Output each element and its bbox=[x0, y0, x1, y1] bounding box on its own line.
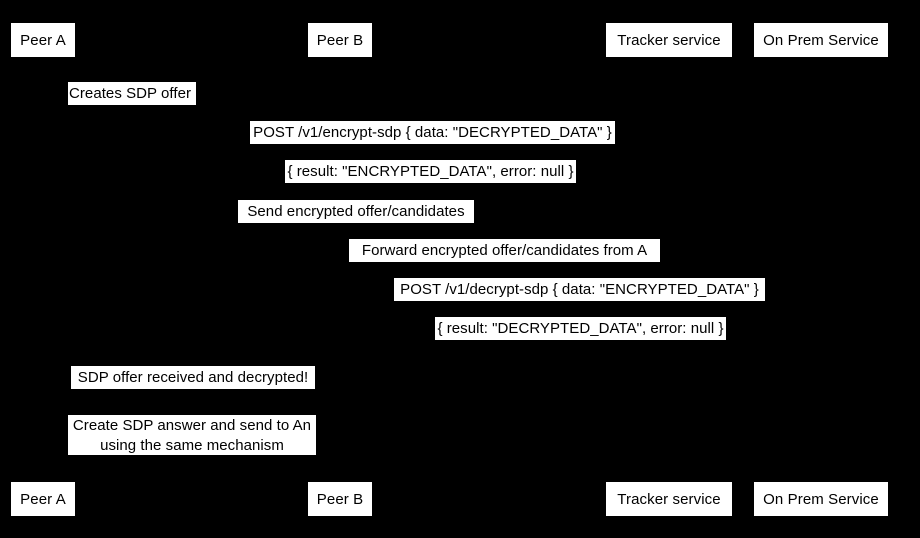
arrow-send-encrypted-offer bbox=[43, 225, 669, 226]
participant-label: Peer A bbox=[20, 491, 66, 508]
message-label-decrypt-sdp-result: { result: "DECRYPTED_DATA", error: null … bbox=[435, 317, 726, 340]
participant-label: Peer A bbox=[20, 32, 66, 49]
lifeline-on-prem-service bbox=[821, 58, 822, 480]
participant-label: Peer B bbox=[316, 32, 364, 49]
message-label-sdp-offer-received: SDP offer received and decrypted! bbox=[71, 366, 315, 389]
arrow-post-encrypt-sdp bbox=[43, 147, 821, 148]
selfloop-peer-a-create-answer bbox=[43, 400, 68, 462]
message-label-creates-sdp-offer: Creates SDP offer bbox=[68, 82, 196, 105]
message-label-post-decrypt-sdp: POST /v1/decrypt-sdp { data: "ENCRYPTED_… bbox=[394, 278, 765, 301]
participant-header-tracker-service[interactable]: Tracker service bbox=[605, 22, 733, 58]
participant-footer-peer-b[interactable]: Peer B bbox=[307, 481, 373, 517]
message-label-post-encrypt-sdp: POST /v1/encrypt-sdp { data: "DECRYPTED_… bbox=[250, 121, 615, 144]
arrow-forward-encrypted-offer bbox=[340, 264, 669, 265]
message-label-forward-encrypted-offer: Forward encrypted offer/candidates from … bbox=[349, 239, 660, 262]
arrow-decrypt-sdp-result bbox=[340, 342, 821, 343]
participant-label: On Prem Service bbox=[763, 491, 879, 508]
participant-header-peer-a[interactable]: Peer A bbox=[10, 22, 76, 58]
participant-footer-peer-a[interactable]: Peer A bbox=[10, 481, 76, 517]
participant-footer-tracker-service[interactable]: Tracker service bbox=[605, 481, 733, 517]
arrow-encrypt-sdp-result bbox=[43, 186, 821, 187]
participant-label: On Prem Service bbox=[763, 32, 879, 49]
participant-header-peer-b[interactable]: Peer B bbox=[307, 22, 373, 58]
lifeline-peer-b bbox=[340, 58, 341, 480]
participant-label: Tracker service bbox=[617, 32, 721, 49]
participant-header-on-prem-service[interactable]: On Prem Service bbox=[753, 22, 889, 58]
message-label-send-encrypted-offer: Send encrypted offer/candidates bbox=[238, 200, 474, 223]
participant-label: Peer B bbox=[316, 491, 364, 508]
selfloop-peer-a-creates-offer bbox=[43, 74, 68, 110]
participant-label: Tracker service bbox=[617, 491, 721, 508]
message-label-encrypt-sdp-result: { result: "ENCRYPTED_DATA", error: null … bbox=[285, 160, 576, 183]
lifeline-tracker-service bbox=[669, 58, 670, 480]
lifeline-peer-a bbox=[43, 58, 44, 480]
participant-footer-on-prem-service[interactable]: On Prem Service bbox=[753, 481, 889, 517]
arrow-post-decrypt-sdp bbox=[340, 303, 821, 304]
message-label-create-sdp-answer: Create SDP answer and send to An using t… bbox=[68, 415, 316, 455]
